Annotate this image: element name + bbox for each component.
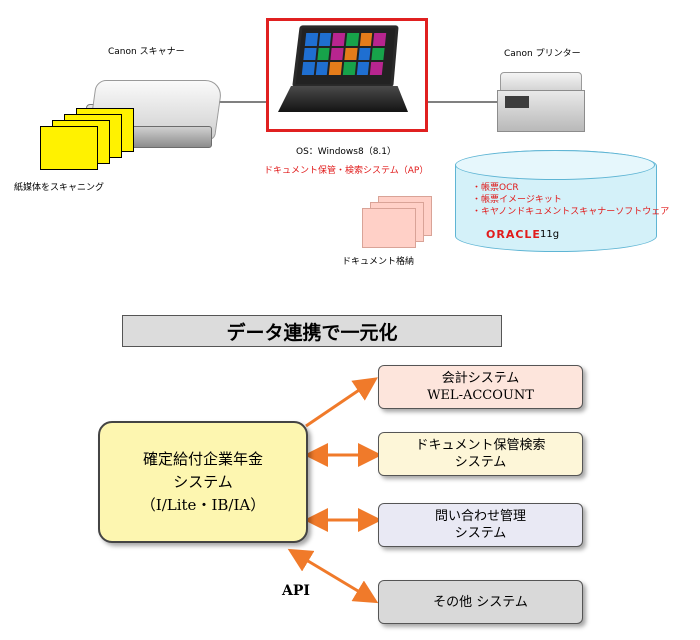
database-top	[455, 150, 655, 180]
system-line: 問い合わせ管理	[434, 509, 526, 524]
document-system-box: ドキュメント保管検索 システム	[378, 432, 583, 476]
system-line: WEL-ACCOUNT	[427, 388, 534, 403]
laptop-os-label: OS：Windows8（8.1）	[296, 147, 397, 157]
other-system-box: その他 システム	[378, 580, 583, 624]
windows-tiles-icon	[301, 33, 387, 75]
db-item: ・キヤノンドキュメントスキャナーソフトウェア	[472, 207, 670, 217]
main-system-line: 確定給付企業年金	[142, 449, 263, 468]
oracle-logo: ORACLE	[486, 228, 541, 241]
diagram-title: データ連携で一元化	[122, 315, 502, 347]
system-line: その他 システム	[433, 594, 528, 610]
system-line: システム	[454, 455, 507, 470]
db-item: ・帳票イメージキット	[472, 195, 562, 205]
accounting-system-box: 会計システム WEL-ACCOUNT	[378, 365, 583, 409]
scan-paper-label: 紙媒体をスキャニング	[14, 183, 105, 193]
system-line: 会計システム	[441, 371, 520, 386]
document-sheet	[362, 208, 416, 248]
laptop-app-label: ドキュメント保管・検索システム（AP）	[264, 166, 429, 176]
paper-sheet	[40, 126, 98, 170]
main-system-line: システム	[173, 472, 233, 491]
arrow-accounting	[305, 377, 378, 428]
pension-system-box: 確定給付企業年金 システム （I/Lite・IB/IA）	[98, 421, 308, 543]
main-system-line: （I/Lite・IB/IA）	[140, 495, 266, 514]
arrow-other	[287, 548, 379, 604]
db-item: ・帳票OCR	[472, 183, 519, 193]
scanner-label: Canon スキャナー	[108, 47, 185, 57]
db-version: 11g	[540, 229, 560, 240]
system-line: ドキュメント保管検索	[415, 438, 546, 453]
storage-label: ドキュメント格納	[342, 257, 415, 267]
system-line: システム	[454, 526, 507, 541]
inquiry-system-box: 問い合わせ管理 システム	[378, 503, 583, 547]
printer-panel	[505, 96, 529, 108]
laptop-keyboard	[278, 86, 408, 112]
api-label: API	[282, 583, 310, 599]
printer-label: Canon プリンター	[504, 49, 581, 59]
